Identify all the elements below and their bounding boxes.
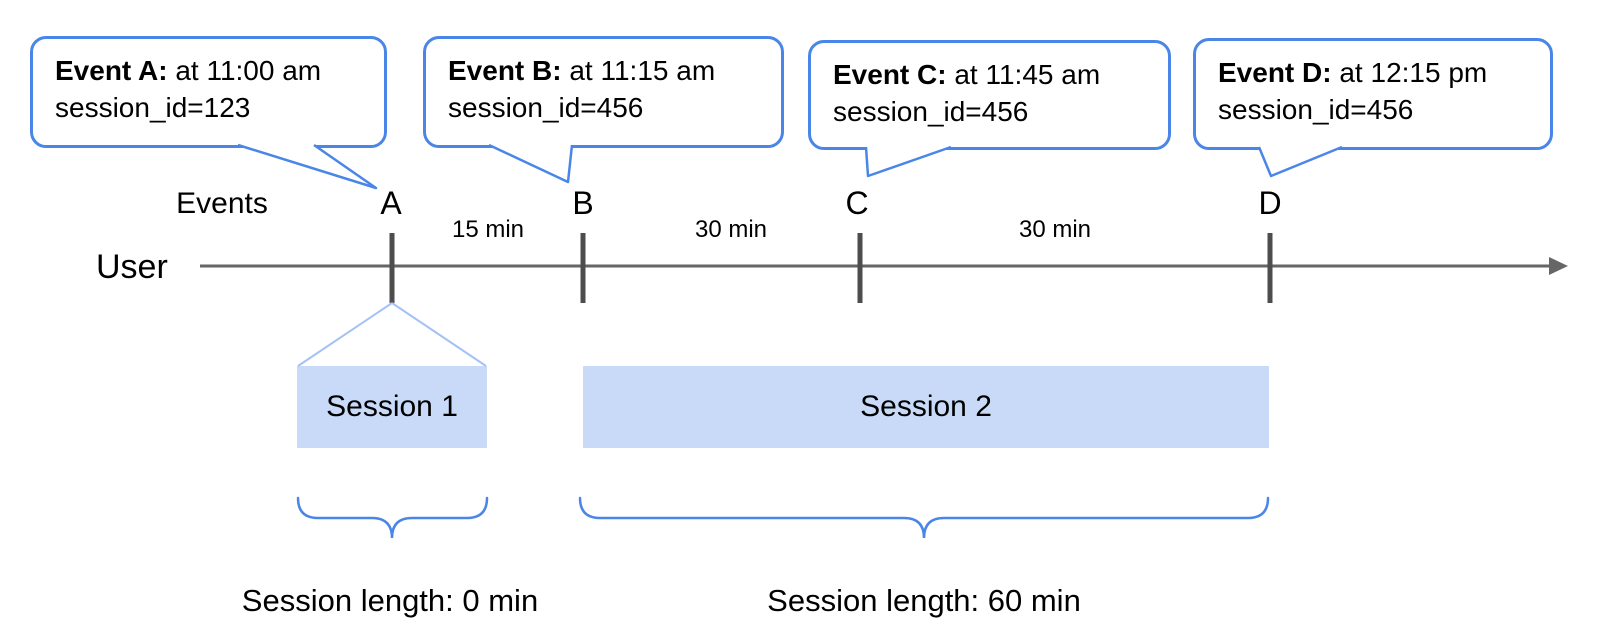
user-axis-label: User [96,248,168,286]
event-a-callout: Event A: at 11:00 am session_id=123 [30,36,387,148]
session-2-brace [578,496,1270,539]
event-c-callout: Event C: at 11:45 am session_id=456 [808,40,1171,150]
event-d-callout-time: at 12:15 pm [1339,57,1488,88]
session-1-block: Session 1 [297,366,487,448]
event-a-callout-time: at 11:00 am [175,55,322,86]
session-2-label: Session 2 [860,390,992,423]
event-c-callout-time: at 11:45 am [954,59,1101,90]
event-d-callout-line1: Event D: at 12:15 pm [1218,54,1542,91]
session-1-label: Session 1 [326,390,458,423]
event-b-callout-time: at 11:15 am [569,55,716,86]
session-2-block: Session 2 [583,366,1269,448]
interval-a-b-label: 15 min [451,216,525,243]
event-b-callout-session: session_id=456 [448,92,644,123]
events-axis-label: Events [176,187,268,220]
interval-c-d-label: 30 min [1018,216,1092,243]
session-1-brace [296,496,489,539]
event-c-callout-line1: Event C: at 11:45 am [833,56,1160,93]
event-c-callout-session: session_id=456 [833,96,1029,127]
event-b-callout-title: Event B: [448,55,562,86]
event-letter-d: D [1258,185,1282,221]
event-a-callout-session: session_id=123 [55,92,251,123]
session-1-expansion-lines [297,302,487,367]
event-c-callout-tail [864,145,952,178]
interval-b-c-label: 30 min [694,216,768,243]
event-a-callout-line1: Event A: at 11:00 am [55,52,376,89]
event-d-callout: Event D: at 12:15 pm session_id=456 [1193,38,1553,150]
session-1-length-label: Session length: 0 min [241,583,539,618]
event-d-callout-tail [1257,145,1343,178]
timeline-arrowhead-icon [1549,257,1568,275]
event-letter-a: A [380,185,402,221]
event-b-callout-tail [488,143,574,184]
event-letter-c: C [845,185,869,221]
event-d-callout-session: session_id=456 [1218,94,1414,125]
event-a-callout-tail [237,143,378,190]
event-a-callout-title: Event A: [55,55,168,86]
event-d-callout-title: Event D: [1218,57,1332,88]
event-c-callout-title: Event C: [833,59,947,90]
event-b-callout-line1: Event B: at 11:15 am [448,52,773,89]
event-letter-b: B [572,185,594,221]
session-2-length-label: Session length: 60 min [767,583,1081,618]
event-b-callout: Event B: at 11:15 am session_id=456 [423,36,784,148]
